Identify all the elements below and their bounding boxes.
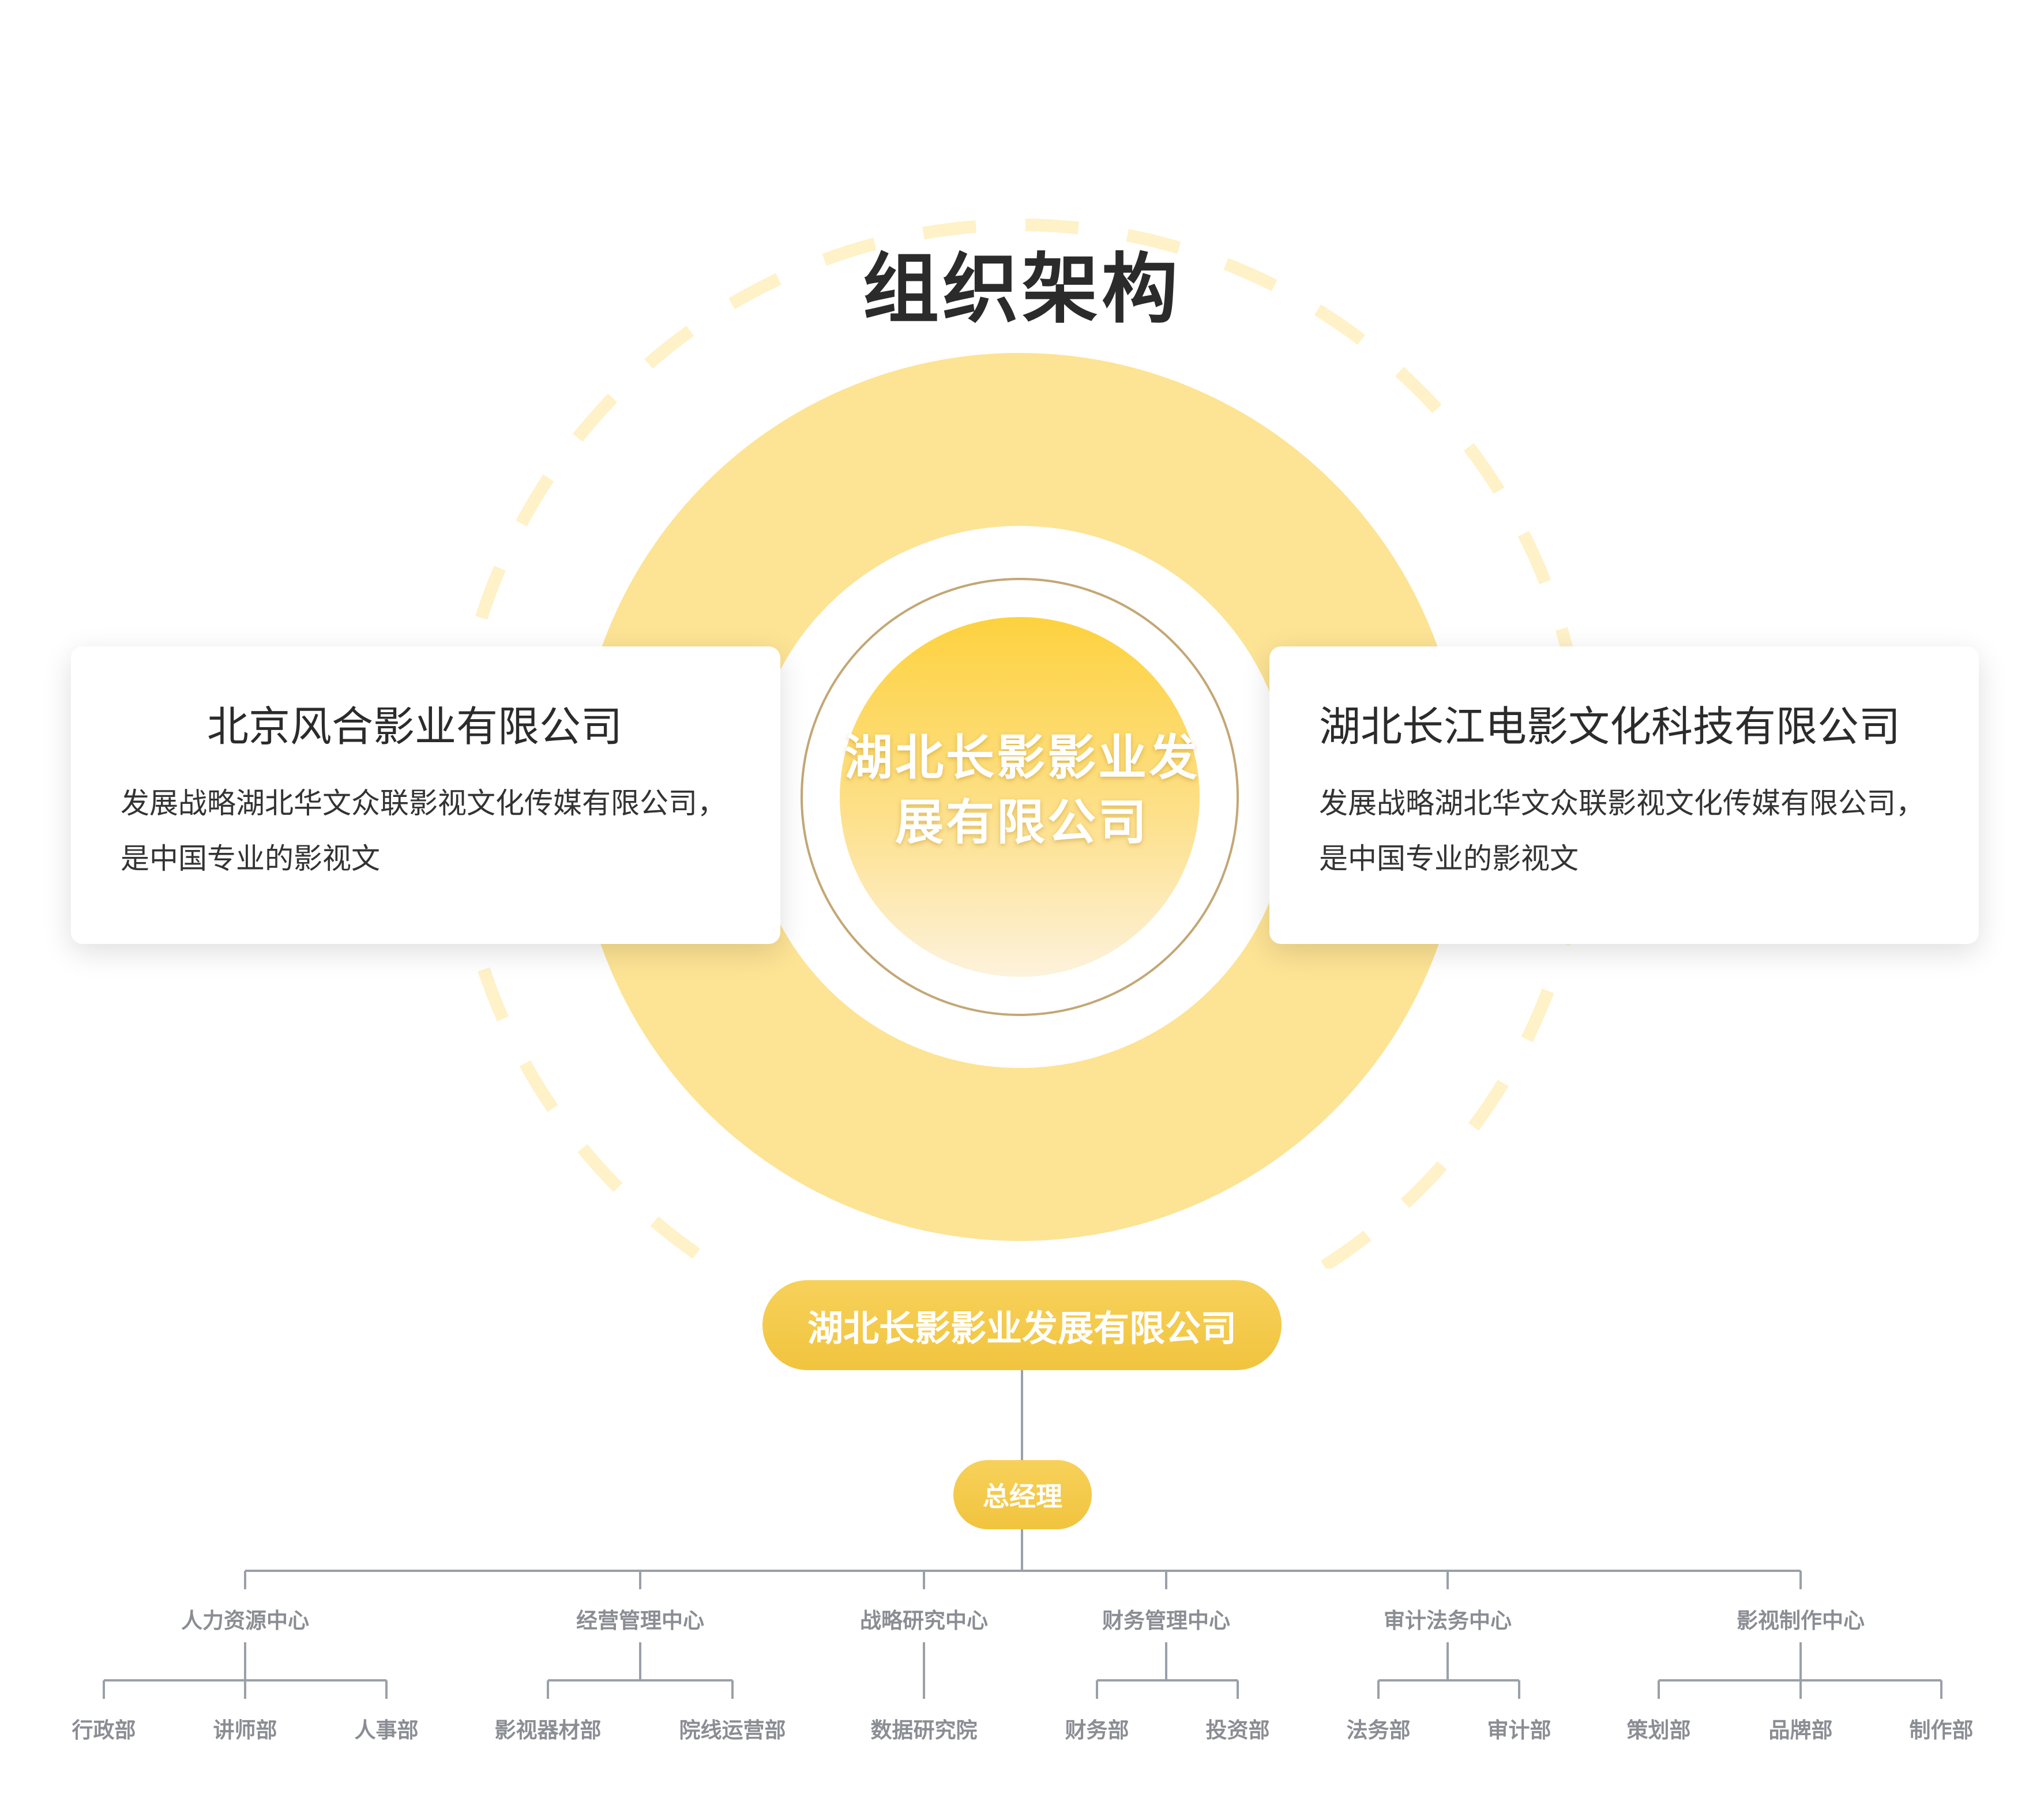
page-title: 组织架构 [863, 245, 1181, 334]
card-title: 北京风合影业有限公司 [206, 702, 622, 751]
company-card-beijing: 北京风合影业有限公司 发展战略湖北华文众联影视文化传媒有限公司，是中国专业的影视… [71, 646, 780, 944]
department-label: 投资部 [1205, 1718, 1270, 1743]
department-label: 品牌部 [1768, 1718, 1833, 1743]
department-label: 审计部 [1487, 1718, 1551, 1743]
card-description: 发展战略湖北华文众联影视文化传媒有限公司，是中国专业的影视文 [121, 787, 726, 875]
card-title: 湖北长江电影文化科技有限公司 [1319, 702, 1901, 751]
center-label: 影视制作中心 [1737, 1608, 1865, 1633]
department-label: 数据研究院 [870, 1718, 978, 1743]
department-label: 财务部 [1065, 1718, 1129, 1743]
card-description: 发展战略湖北华文众联影视文化传媒有限公司，是中国专业的影视文 [1319, 787, 1925, 875]
center-label: 经营管理中心 [576, 1608, 704, 1633]
company-card-hubei: 湖北长江电影文化科技有限公司 发展战略湖北华文众联影视文化传媒有限公司，是中国专… [1269, 646, 1979, 944]
center-label: 战略研究中心 [860, 1608, 988, 1633]
department-label: 制作部 [1909, 1718, 1974, 1743]
center-label: 人力资源中心 [181, 1608, 309, 1633]
department-label: 行政部 [72, 1718, 136, 1743]
department-label: 院线运营部 [679, 1718, 786, 1743]
org-root-node: 湖北长影影业发展有限公司 [762, 1280, 1282, 1370]
gold-outline-ring [801, 578, 1239, 1016]
department-label: 人事部 [354, 1718, 419, 1743]
department-label: 影视器材部 [494, 1718, 602, 1743]
department-label: 讲师部 [213, 1718, 277, 1743]
department-label: 法务部 [1346, 1718, 1411, 1743]
center-label: 审计法务中心 [1384, 1608, 1512, 1633]
center-core-circle [840, 617, 1200, 977]
center-label: 财务管理中心 [1102, 1608, 1230, 1633]
center-company-name: 湖北长影影业发展有限公司 [844, 729, 1200, 851]
department-label: 策划部 [1626, 1718, 1691, 1743]
general-manager-node: 总经理 [953, 1460, 1092, 1529]
